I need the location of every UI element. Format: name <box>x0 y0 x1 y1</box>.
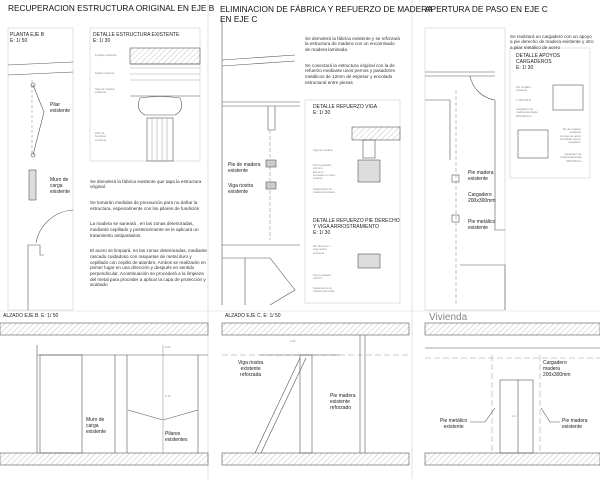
note: Se tomarán medidas de precaución para no… <box>90 199 200 211</box>
panel-2-notes: Se demolerá la fábrica existente y se re… <box>305 30 400 95</box>
panel-2-title: ELIMINACION DE FÁBRICA Y REFUERZO DE MAD… <box>220 4 433 24</box>
note: La madera se saneará , en las zonas dete… <box>90 221 199 238</box>
note: El acero se limpiará, en las zonas deter… <box>90 248 207 288</box>
angulo-label: L 100.100.8 <box>516 98 531 102</box>
panel-1-title: RECUPERACION ESTRUCTURA ORIGINAL EN EJE … <box>8 3 215 13</box>
detalle-apoyos-label: DETALLE APOYOS CARGADEROS E: 1/ 30 <box>516 53 561 71</box>
dimension: 2,43 <box>290 339 296 343</box>
panel-1-notes: Se demolerá la fábrica existente que tap… <box>90 173 208 298</box>
perno-label: Perno-pasador ø12mm <box>313 273 332 281</box>
pie-metalico-elev-label: Pie metálico existente <box>440 418 468 430</box>
plan-eje-b-label: PLANTA EJE B E: 1/ 50 <box>10 32 45 44</box>
detalle-refuerzo-viga-label: DETALLE REFUERZO VIGA E: 1/ 30 <box>313 104 378 116</box>
cargadero-label: Cargadero de madera laminada 200x200mm <box>516 107 538 118</box>
viga-riostra-reforzada-label: Viga riostra existente reforzada <box>238 360 264 378</box>
alzado-eje-b-label: ALZADO EJE B. E: 1/ 50 <box>3 313 59 319</box>
tapial-label: Tapial existente <box>95 71 115 75</box>
viga-riostra-label: Viga riostra existente <box>228 183 254 195</box>
pie-madera-reforzado-label: Pie madera existente reforzado <box>330 393 356 411</box>
pilar-existente-label: Pilar existente <box>50 102 71 114</box>
panel-3-notes: Se realizará un cargadero con un apoyo a… <box>510 28 595 61</box>
cargadero-label-2: Cargadero de madera laminada 200x200mm <box>560 152 582 163</box>
dimension: 2,76 <box>165 394 171 398</box>
detalle-refuerzo-pie-label: DETALLE REFUERZO PIE DERECHO Y VIGA ARRI… <box>313 218 400 236</box>
pie-madera-label: Pie de madera existente <box>228 162 261 174</box>
pilares-existentes-label: Pilares existentes <box>165 431 188 443</box>
pilar-fundicion-label: Pilar de fundición existente <box>95 131 107 142</box>
pie-madera-elev-label: Pie madera existente <box>562 418 588 430</box>
perno-label: Perno-pasador ø12mm Extremo enrasado en … <box>313 163 335 181</box>
muro-carga-label: Muro de carga existente <box>50 177 71 195</box>
cargadero-plan-label: Cargadero 200x300mm <box>468 192 496 204</box>
note: Se demolerá la fábrica existente que tap… <box>90 178 202 190</box>
dimension: 0,24 <box>165 345 171 349</box>
forjado-label: Forjado existente <box>95 53 117 57</box>
panel-3-title: APERTURA DE PASO EN EJE C <box>425 4 548 14</box>
suplemento-label: Suplemento de madera laminada <box>313 187 335 195</box>
detalle-estructura-label: DETALLE ESTRUCTURA EXISTENTE E: 1/ 30 <box>93 32 180 44</box>
dimension: 2,1 <box>512 414 516 418</box>
pie-madera-plan-label: Pie madera existente <box>468 170 494 182</box>
note: Se demolerá la fábrica existente y se re… <box>305 35 400 53</box>
vivienda-label: Vivienda <box>429 312 468 323</box>
note: Se conectará la estructura original con … <box>305 62 395 85</box>
muro-carga-elev-label: Muro de carga existente <box>86 417 107 435</box>
note: Se realizará un cargadero con un apoyo a… <box>510 33 594 51</box>
pie-metalico-plan-label: Pie metálico existente <box>468 219 496 231</box>
pie-derecho-label: Pie derecho o viga riostra existente <box>313 244 331 255</box>
suplemento-label: Suplemento de madera laminada <box>313 286 335 294</box>
pie-metalico-label: Pie metálico existente <box>516 85 532 93</box>
cargadero-elev-label: Cargadero madera 200x300mm <box>543 360 571 378</box>
viga-madera-label: Viga de madera existente <box>95 87 115 95</box>
alzado-eje-c-label: ALZADO EJE C. E: 1/ 50 <box>225 313 281 319</box>
pie-madera-herraje-label: Pie de madera existente Herraje de acero… <box>560 127 581 145</box>
viga-madera-label: Viga de madera <box>313 148 333 152</box>
